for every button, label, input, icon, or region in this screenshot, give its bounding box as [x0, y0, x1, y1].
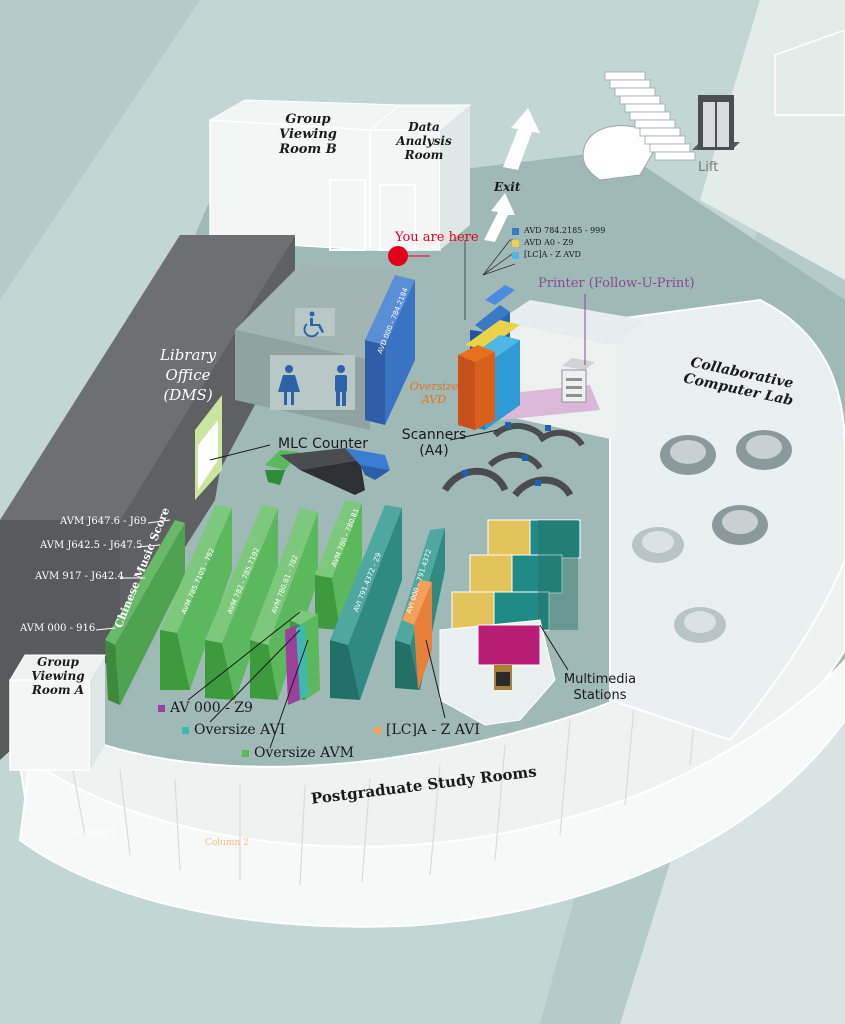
avd-legend-1: AVD 784.2185 - 999	[512, 226, 605, 235]
legend-av: AV 000 - Z9	[158, 700, 253, 716]
avd-legend-leader-3	[482, 263, 516, 276]
male-restroom-icon	[335, 365, 347, 406]
group-room-a-label: Group Viewing Room A	[31, 655, 85, 697]
legend-text-oversize-avm: Oversize AVM	[254, 745, 354, 761]
avm-shelves	[160, 500, 362, 705]
chinese-shelf-side	[115, 523, 185, 705]
chinese-shelf-front	[105, 640, 120, 705]
avm-range-2: AVM J642.5 - J647.5	[40, 540, 143, 551]
lift-icon	[692, 95, 740, 150]
column-1-label: Column 1	[72, 828, 116, 838]
legend-swatch-lc-avi	[374, 726, 381, 734]
legend-swatch-oversize-avm	[242, 749, 249, 757]
scanners-label: Scanners (A4)	[401, 427, 467, 459]
legend-oversize-avi: Oversize AVI	[182, 722, 285, 738]
printer-icon	[561, 358, 595, 403]
legend-lc-avi: [LC]A - Z AVI	[374, 722, 480, 738]
oversize-avm-leader	[269, 639, 309, 749]
legend-swatch-av	[158, 704, 165, 712]
avm-range-3: AVM 917 - J642.4	[35, 571, 124, 582]
corner-outline	[774, 29, 845, 116]
avm-range-leader-4	[95, 627, 116, 631]
group-room-a-side	[90, 655, 105, 770]
avi-shelves	[330, 505, 445, 700]
oversize-avd-label: Oversize AVD	[409, 380, 459, 406]
avm-range-leader-1	[147, 519, 171, 524]
multimedia-leader	[539, 624, 569, 671]
data-room-side	[440, 105, 470, 250]
exit-label: Exit	[494, 180, 521, 194]
column-2-label: Column 2	[205, 838, 249, 848]
avd-legend-leader-2	[482, 251, 516, 276]
corner-panel	[700, 0, 845, 280]
mlc-leader	[209, 444, 271, 461]
legend-text-av: AV 000 - Z9	[170, 700, 253, 716]
av-legend-leader	[187, 611, 301, 701]
avm-range-1: AVM J647.6 - J69	[60, 516, 147, 527]
avm-range-leader-2	[137, 544, 161, 548]
avd-shelf-front	[365, 340, 385, 425]
avd-legend-text-1: AVD 784.2185 - 999	[524, 226, 606, 235]
accessible-sign-bg	[295, 308, 335, 336]
accessible-icon	[303, 311, 324, 338]
legend-swatch-oversize-avi	[182, 726, 189, 734]
library-office-roof	[0, 235, 295, 520]
exit-arrow-low	[484, 193, 515, 242]
lift-label: Lift	[698, 160, 719, 175]
exit-arrow-up	[503, 108, 540, 170]
data-analysis-label: Data Analysis Room	[396, 120, 452, 162]
avd-shelf-top	[365, 275, 415, 345]
avd-legend-text-2: AVD A0 - Z9	[524, 238, 574, 247]
avd-legend-2: AVD A0 - Z9	[512, 238, 573, 247]
female-restroom-icon	[278, 365, 300, 405]
scanner-stations	[442, 422, 585, 498]
printer-area-top	[500, 300, 645, 345]
stairs-icon	[582, 71, 696, 181]
multimedia-cubicles	[439, 519, 581, 726]
avd-legend-3: [LC]A - Z AVD	[512, 250, 581, 259]
scanner-leader	[449, 429, 499, 441]
printer-label: Printer (Follow-U-Print)	[538, 276, 695, 291]
legend-oversize-avm: Oversize AVM	[242, 745, 354, 761]
group-room-b-label: Group Viewing Room B	[279, 112, 337, 157]
mlc-counter	[265, 448, 390, 495]
avm-range-4: AVM 000 - 916	[20, 623, 96, 634]
avd-shelf-side	[385, 280, 415, 425]
avd-legend-swatch-3	[512, 251, 519, 259]
avd-legend-swatch-1	[512, 227, 519, 235]
avd-shelves-stack	[458, 285, 520, 430]
you-are-here-label: You are here	[395, 230, 479, 245]
you-are-here-marker	[388, 246, 408, 266]
library-office-window-inner	[198, 420, 218, 490]
library-office-label: Library Office (DMS)	[159, 346, 217, 404]
chinese-shelf-top	[105, 520, 185, 645]
avd-legend-text-3: [LC]A - Z AVD	[524, 250, 581, 259]
avd-legend-swatch-2	[512, 239, 519, 247]
room-b-door	[329, 179, 366, 251]
oversize-avi-leader	[209, 629, 301, 723]
lc-avi-leader	[425, 639, 446, 719]
legend-text-oversize-avi: Oversize AVI	[194, 722, 286, 738]
postgrad-room-dividers	[69, 659, 701, 886]
legend-text-lc-avi: [LC]A - Z AVI	[386, 722, 480, 738]
multimedia-label: Multimedia Stations	[563, 672, 637, 703]
collab-lab-tables	[632, 430, 792, 643]
mlc-counter-label: MLC Counter	[278, 436, 369, 452]
